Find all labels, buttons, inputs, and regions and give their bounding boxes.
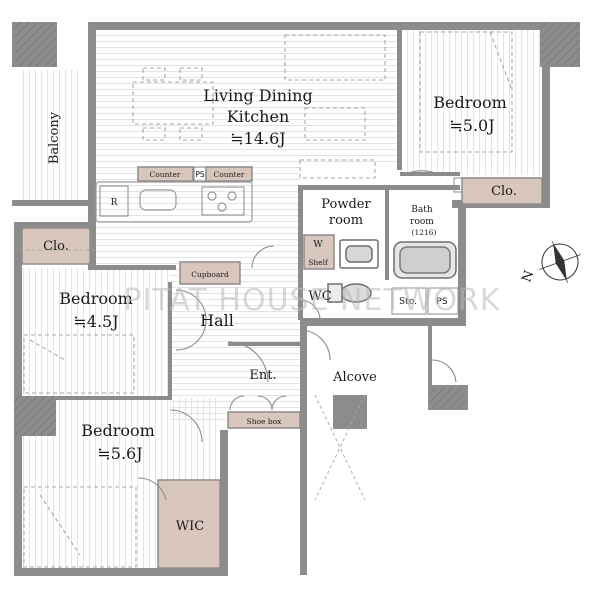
entrance-label: Ent. bbox=[249, 368, 276, 383]
bedroom-ne-floor bbox=[402, 30, 542, 175]
ps-kitchen-label: PS bbox=[195, 170, 205, 179]
bath-fixtures bbox=[327, 239, 457, 303]
alcove-marks bbox=[20, 249, 366, 501]
bath-label-2: room bbox=[410, 217, 434, 227]
doors bbox=[137, 170, 457, 501]
wc-label: WC bbox=[308, 289, 331, 304]
bedroom-ne-size: ≒5.0J bbox=[449, 116, 494, 135]
bedroom-w-label: Bedroom bbox=[59, 289, 133, 308]
bed-sw bbox=[23, 486, 137, 568]
wic-box bbox=[157, 479, 221, 569]
clo-ne-label: Clo. bbox=[491, 184, 517, 199]
bed-ne bbox=[419, 31, 513, 153]
hatched-columns bbox=[14, 22, 580, 436]
washer-label: W bbox=[313, 240, 323, 250]
ldk-label-1: Living Dining bbox=[203, 86, 312, 105]
ldk-floor bbox=[95, 30, 400, 165]
fridge-label: R bbox=[111, 198, 118, 208]
bedroom-w-floor bbox=[20, 268, 170, 398]
ps-boxes bbox=[193, 166, 463, 315]
fridge bbox=[99, 185, 129, 217]
balcony-label: Balcony bbox=[47, 111, 62, 164]
clo-w-box bbox=[21, 227, 91, 265]
counter1-label: Counter bbox=[150, 170, 181, 179]
alcove-label: Alcove bbox=[332, 370, 377, 385]
bath-label-1: Bath bbox=[411, 205, 433, 215]
sto-label: Sto. bbox=[399, 297, 417, 307]
counter2-label: Counter bbox=[214, 170, 245, 179]
sink bbox=[139, 189, 177, 211]
cupboard-box bbox=[179, 261, 241, 285]
shoe-box-label: Shoe box bbox=[247, 417, 283, 426]
bedroom-ne-label: Bedroom bbox=[433, 93, 507, 112]
washbasin bbox=[339, 239, 379, 269]
dining-furniture bbox=[132, 34, 386, 179]
hall-label: Hall bbox=[200, 311, 234, 330]
wic-label: WIC bbox=[176, 519, 204, 534]
compass-icon bbox=[539, 241, 581, 283]
shelf-label: Shelf bbox=[308, 258, 329, 267]
bedroom-sw-label: Bedroom bbox=[81, 421, 155, 440]
cupboard-label: Cupboard bbox=[191, 270, 229, 279]
bedroom-w-size: ≒4.5J bbox=[73, 312, 118, 331]
powder-label-2: room bbox=[329, 213, 363, 228]
clo-w-label: Clo. bbox=[43, 239, 69, 254]
shoe-box-box bbox=[227, 411, 301, 429]
bedroom-sw-size: ≒5.6J bbox=[97, 444, 142, 463]
bath-size: (1216) bbox=[412, 228, 437, 237]
storage-areas bbox=[21, 166, 543, 569]
ldk-size: ≒14.6J bbox=[230, 129, 285, 148]
ldk-label-2: Kitchen bbox=[227, 107, 290, 126]
compass-north-label: N bbox=[519, 269, 537, 285]
ps-utility-label: PS bbox=[436, 297, 447, 307]
watermark: PITAT HOUSE NETWORK bbox=[123, 283, 500, 318]
balcony-floor bbox=[18, 70, 80, 200]
counter1-box bbox=[137, 166, 194, 182]
kitchen-counter bbox=[95, 181, 253, 223]
stove bbox=[201, 186, 245, 216]
powder-label-1: Powder bbox=[321, 197, 371, 212]
